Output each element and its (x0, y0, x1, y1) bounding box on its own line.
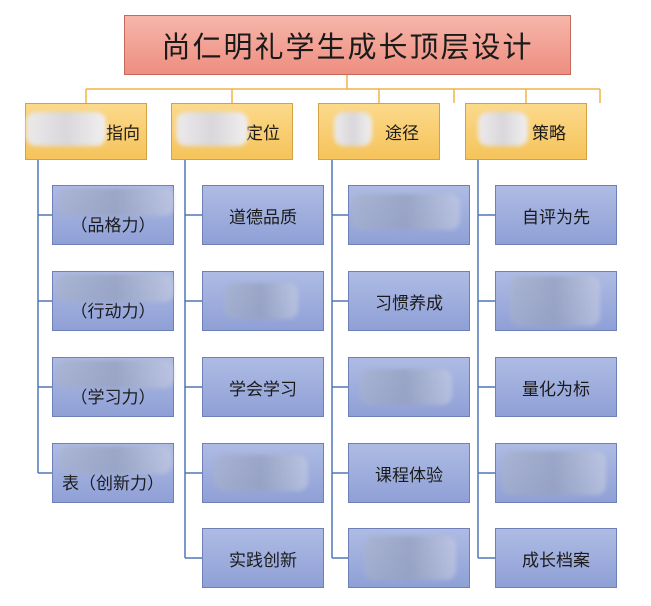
col2-item-3: 学会学习 (202, 357, 324, 417)
redaction-blur (58, 188, 174, 216)
diagram-title: 尚仁明礼学生成长顶层设计 (124, 15, 571, 75)
header-direction-label: 指向 (106, 124, 140, 144)
redaction-blur (364, 536, 456, 580)
redaction-blur (360, 369, 452, 405)
col2-item-5-label: 实践创新 (229, 550, 297, 571)
col2-item-3-label: 学会学习 (229, 379, 297, 400)
col2-item-5: 实践创新 (202, 528, 324, 588)
col3-item-4: 课程体验 (348, 443, 470, 503)
col2-item-1: 道德品质 (202, 185, 324, 245)
redaction-blur (26, 112, 106, 146)
redaction-blur (510, 276, 600, 326)
col4-item-3-label: 量化为标 (522, 379, 590, 400)
redaction-blur (478, 112, 528, 146)
col4-item-3: 量化为标 (495, 357, 617, 417)
header-pathway-label: 途径 (385, 124, 419, 144)
col3-item-2-label: 习惯养成 (375, 293, 443, 314)
col4-item-5: 成长档案 (495, 528, 617, 588)
redaction-blur (224, 283, 298, 319)
redaction-blur (334, 112, 372, 146)
col1-item-2-label: （行动力） (70, 302, 156, 322)
col1-item-4-label: 表（创新力） (62, 474, 164, 494)
col3-item-2: 习惯养成 (348, 271, 470, 331)
col1-item-1-label: （品格力） (70, 216, 156, 236)
redaction-blur (176, 112, 248, 146)
redaction-blur (56, 360, 174, 388)
col4-item-5-label: 成长档案 (522, 550, 590, 571)
redaction-blur (56, 274, 174, 302)
redaction-blur (352, 194, 460, 230)
redaction-blur (214, 455, 308, 491)
header-strategy-label: 策略 (532, 124, 566, 144)
redaction-blur (502, 451, 606, 495)
col2-item-1-label: 道德品质 (229, 207, 297, 228)
col4-item-1: 自评为先 (495, 185, 617, 245)
col4-item-1-label: 自评为先 (522, 207, 590, 228)
redaction-blur (60, 446, 172, 474)
header-position-label: 定位 (246, 124, 280, 144)
col1-item-3-label: （学习力） (70, 388, 156, 408)
col3-item-4-label: 课程体验 (375, 465, 443, 486)
